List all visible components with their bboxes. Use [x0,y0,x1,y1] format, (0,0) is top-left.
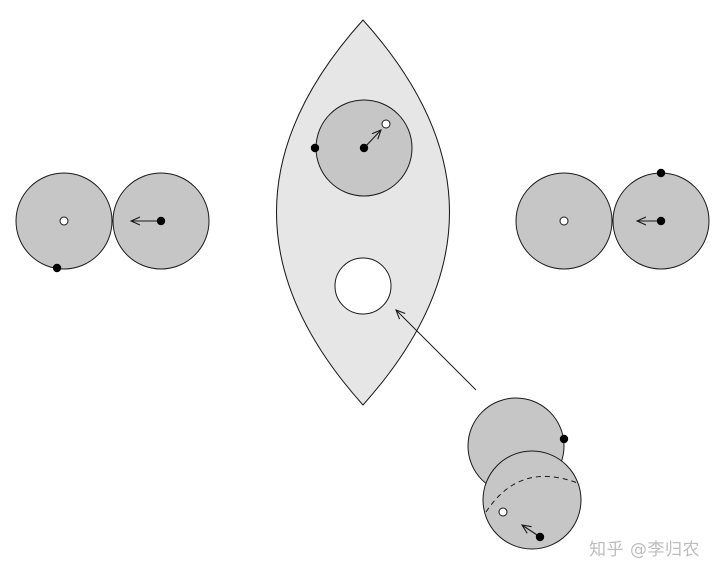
sphere-front [482,450,582,550]
sphere-group [467,397,582,550]
lens-hole [334,257,392,315]
left-disk-pair [15,172,210,273]
right-disk-pair [515,168,710,270]
right-hollow-center [559,216,569,226]
left-boundary-dot [52,263,62,273]
sphere-front-dot [535,532,545,542]
lens-group [276,19,450,406]
right-center-dot [656,216,666,226]
lens-shape [276,19,450,406]
pointer-arrow [396,310,477,391]
lens-inner-hollow-dot [381,119,391,129]
right-boundary-dot [656,168,666,178]
sphere-front-equator [485,476,581,513]
lens-inner-center-dot [359,143,369,153]
left-hollow-center [59,216,69,226]
sphere-front-hollow-dot [498,507,508,517]
lens-inner-boundary-dot [310,143,320,153]
sphere-back-boundary-dot [559,434,569,444]
left-center-dot [156,216,166,226]
watermark-text: 知乎 @李归农 [589,540,700,560]
